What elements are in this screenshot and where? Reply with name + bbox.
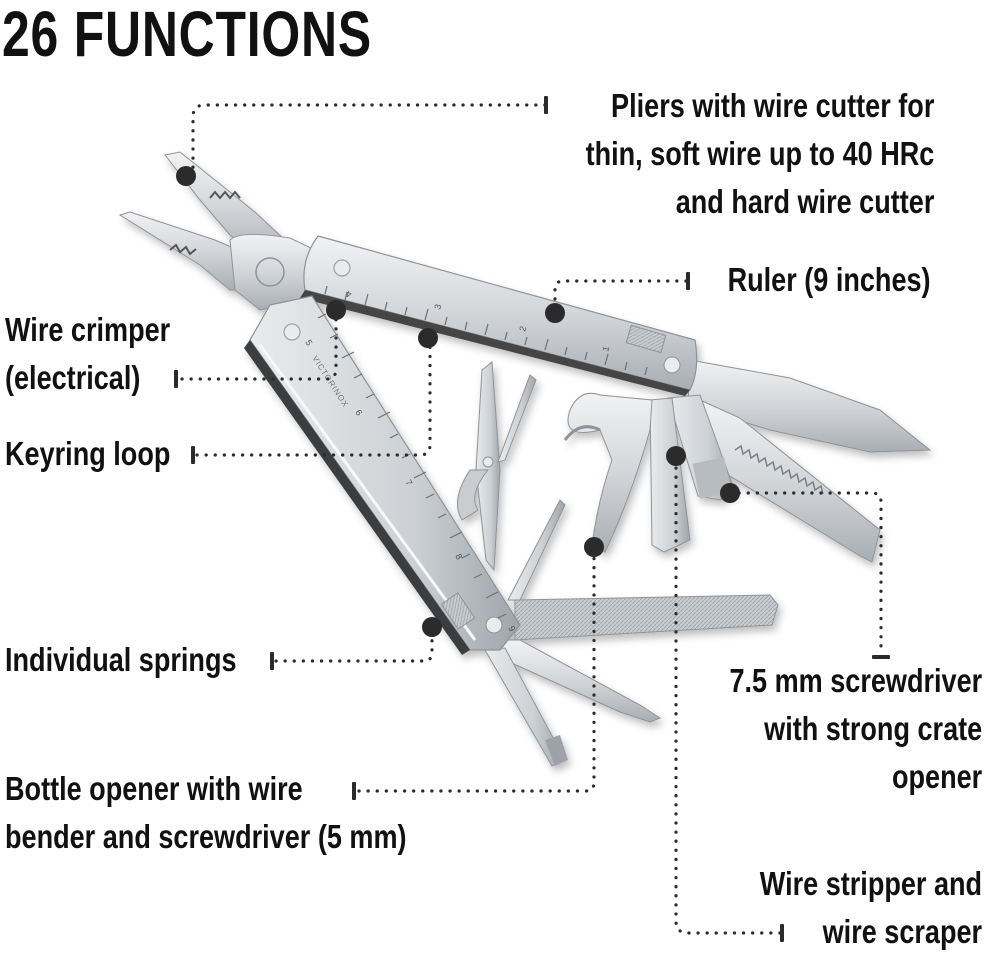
tool-body: 4 3 2 1 5 6 7 <box>118 151 932 767</box>
svg-text:1: 1 <box>600 345 611 353</box>
callout-ruler: Ruler (9 inches) <box>727 261 931 298</box>
svg-text:6: 6 <box>353 408 364 417</box>
svg-text:5: 5 <box>303 338 314 347</box>
small-blade <box>507 499 566 601</box>
wire-crimper-dot <box>326 300 346 320</box>
callout-individual-springs: Individual springs <box>5 641 237 678</box>
pliers-dot <box>176 166 196 186</box>
svg-text:2: 2 <box>517 325 528 333</box>
screwdriver-dot <box>720 483 740 503</box>
callout-bottle-opener: Bottle opener with wire bender and screw… <box>5 770 407 855</box>
bottle-opener-blade <box>567 392 653 553</box>
nail-file <box>514 594 779 641</box>
callout-pliers: Pliers with wire cutter for thin, soft w… <box>585 87 934 220</box>
phillips-screwdriver <box>499 639 662 723</box>
svg-text:8: 8 <box>453 552 464 561</box>
wire-stripper-leader <box>674 456 782 935</box>
lower-ruler-ticks <box>317 313 507 619</box>
upper-handle: 4 3 2 1 <box>300 235 698 396</box>
svg-text:7: 7 <box>403 478 414 487</box>
wire-stripper-blade <box>649 397 691 553</box>
page-title: 26 FUNCTIONS <box>2 0 372 70</box>
ruler-mark: 4 <box>345 289 353 300</box>
lower-handle: 5 6 7 8 9 VICTORINOX <box>244 295 521 655</box>
svg-text:9: 9 <box>506 624 517 633</box>
wire-stripper-dot <box>666 446 686 466</box>
pliers-leader <box>191 103 547 180</box>
callout-wire-stripper: Wire stripper and wire scraper <box>759 865 982 950</box>
springs-dot <box>422 617 442 637</box>
svg-text:3: 3 <box>432 303 443 311</box>
ruler-dot <box>545 303 565 323</box>
bottle-opener-leader <box>357 546 596 793</box>
pivot-screw <box>255 257 285 287</box>
callout-screwdriver-75: 7.5 mm screwdriver with strong crate ope… <box>729 662 982 795</box>
callout-lines <box>180 103 883 935</box>
callout-keyring-loop: Keyring loop <box>5 435 171 472</box>
upper-ruler-ticks <box>324 285 648 376</box>
bottle-opener-dot <box>584 537 604 557</box>
callout-end-ticks <box>174 96 890 942</box>
springs-leader <box>274 628 434 663</box>
keyring-dot <box>418 328 438 348</box>
callout-dots <box>176 166 740 637</box>
callout-wire-crimper: Wire crimper (electrical) <box>5 311 171 396</box>
ruler-leader <box>553 279 688 307</box>
